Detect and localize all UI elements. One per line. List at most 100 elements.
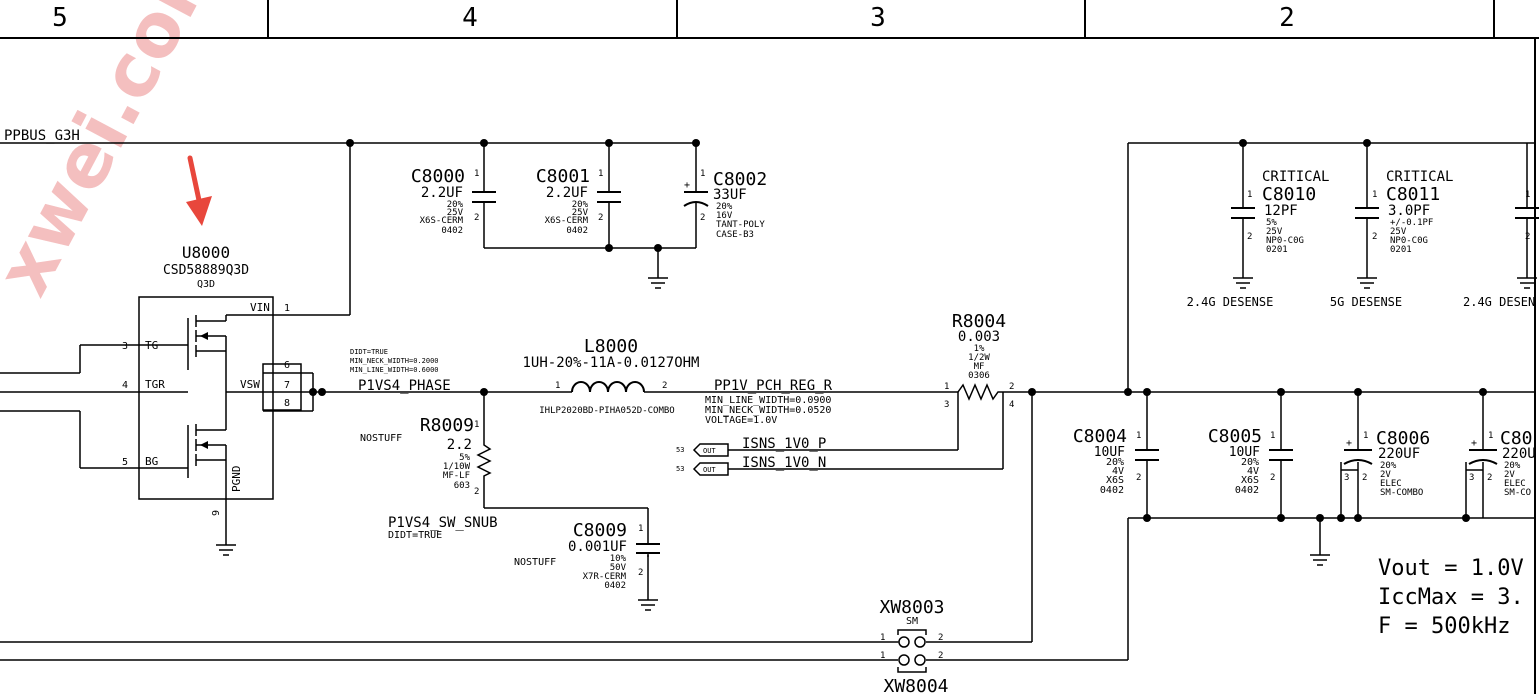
c8007-pin-2: 2 (1487, 473, 1492, 483)
spec-freq: F = 500kHz (1378, 614, 1510, 639)
c8002-pin-2: 2 (700, 213, 705, 223)
c8005-value: 10UF (1229, 445, 1260, 460)
r8004-line-2: 1/2W (968, 353, 990, 363)
c8000-ref: C8000 (411, 166, 465, 187)
c8001-ref: C8001 (536, 166, 590, 187)
c8005-line-2: 4V (1247, 466, 1259, 477)
c8004-pin-1: 1 (1136, 431, 1141, 441)
capacitor-c8012: 1 2 2.4G DESEN (1463, 190, 1539, 309)
c8009-pin-2: 2 (638, 568, 643, 578)
pin-name-pgnd: PGND (230, 466, 243, 493)
pin-name-bg: BG (145, 455, 158, 468)
xw8003-pin-2: 2 (938, 633, 943, 643)
c8010-line-4: 0201 (1266, 245, 1288, 255)
c8006-polarity: + (1346, 438, 1352, 449)
c8004-line-1: 20% (1106, 457, 1124, 468)
snub-prop: DIDT=TRUE (388, 530, 442, 541)
c8007-line-2: 2V (1504, 470, 1515, 480)
pin-name-tg: TG (145, 339, 158, 352)
c8000-value: 2.2UF (421, 185, 463, 201)
c8011-line-4: 0201 (1390, 245, 1412, 255)
pin-num-vsw6: 6 (284, 360, 290, 371)
capacitor-c8010: CRITICAL C8010 12PF 5% 25V NP0-C0G 0201 … (1187, 169, 1330, 309)
r8009-pin-1: 1 (474, 420, 479, 430)
net-label-snub: P1VS4_SW_SNUB (388, 515, 498, 531)
c8004-line-2: 4V (1112, 466, 1124, 477)
c8006-value: 220UF (1378, 446, 1420, 462)
xw8004-pin-2: 2 (938, 651, 943, 661)
c8006-pin-1: 1 (1363, 431, 1368, 441)
r8009-value: 2.2 (447, 437, 472, 453)
c8009-line-1: 10% (610, 554, 627, 564)
c8011-line-2: 25V (1390, 227, 1407, 237)
c8007-pin-1: 1 (1488, 431, 1493, 441)
r8004-pin-3: 3 (944, 400, 949, 410)
c8001-line-1: 20% (572, 200, 589, 210)
c8006-line-4: SM-COMBO (1380, 488, 1423, 498)
capacitor-c8007: + C80 220U 20% 2V ELEC SM-CO 1 2 3 (1466, 428, 1536, 498)
c8010-tag: CRITICAL (1262, 169, 1329, 185)
c8002-polarity: + (684, 180, 690, 191)
capacitor-c8005: C8005 10UF 20% 4V X6S 0402 1 2 (1208, 426, 1293, 496)
capacitor-c8009: C8009 0.001UF NOSTUFF 10% 50V X7R-CERM 0… (514, 520, 660, 591)
xw8003-ref: XW8003 (879, 597, 944, 618)
xw8004-ref: XW8004 (883, 676, 948, 694)
c8000-line-4: 0402 (441, 226, 463, 236)
c8000-pin-2: 2 (474, 213, 479, 223)
c8002-line-1: 20% (716, 202, 733, 212)
c8010-pin-2: 2 (1247, 232, 1252, 242)
u8000-ref: U8000 (182, 243, 230, 262)
pin-num-bg: 5 (122, 457, 128, 468)
pin-num-pgnd: 9 (211, 510, 222, 516)
net-label-reg: PP1V_PCH_REG_R (714, 378, 833, 394)
c8010-line-2: 25V (1266, 227, 1283, 237)
port-isns-p: OUT 53 ISNS_1V0_P (676, 436, 826, 457)
pin-name-vsw: VSW (240, 378, 260, 391)
c8005-pin-2: 2 (1270, 473, 1275, 483)
zone-label-5: 5 (52, 3, 68, 33)
phase-prop-1: DIDT=TRUE (350, 348, 388, 356)
c8011-ref: C8011 (1386, 184, 1440, 205)
phase-prop-3: MIN_LINE_WIDTH=0.6000 (350, 366, 439, 374)
jumper-xw8004: XW8004 1 2 (880, 651, 949, 697)
junction-dots (309, 139, 1487, 522)
c8002-ref: C8002 (713, 169, 767, 190)
xw8003-type: SM (906, 616, 918, 627)
l8000-pkg: IHLP2020BD-PIHA052D-COMBO (539, 406, 674, 416)
net-label-isns-p: ISNS_1V0_P (742, 436, 826, 452)
ground-symbols (216, 277, 1537, 611)
net-label-ppbus: PPBUS_G3H (4, 128, 80, 144)
pin-num-vin: 1 (284, 303, 290, 314)
r8009-pin-2: 2 (474, 487, 479, 497)
c8006-pin-3: 3 (1344, 473, 1349, 483)
pin-name-vin: VIN (250, 301, 270, 314)
c8009-line-2: 50V (610, 563, 627, 573)
u8000-pkg: Q3D (197, 279, 215, 290)
c8011-pin-1: 1 (1372, 190, 1377, 200)
c8002-line-2: 16V (716, 211, 733, 221)
c8010-line-1: 5% (1266, 218, 1277, 228)
l8000-value: 1UH-20%-11A-0.0127OHM (522, 355, 699, 371)
port-isns-n-label: OUT (703, 466, 716, 474)
reg-prop-1: MIN_LINE_WIDTH=0.0900 (705, 395, 831, 406)
resistor-r8009: R8009 NOSTUFF 2.2 5% 1/10W MF-LF 603 1 2 (360, 415, 492, 497)
c8006-ref: C8006 (1376, 428, 1430, 449)
c8010-ref: C8010 (1262, 184, 1316, 205)
c8000-line-2: 25V (447, 208, 464, 218)
c8005-line-1: 20% (1241, 457, 1259, 468)
r8004-pin-2: 2 (1009, 382, 1014, 392)
capacitor-c8001: C8001 2.2UF 20% 25V X6S-CERM 0402 1 2 (536, 166, 621, 236)
c8009-stuff: NOSTUFF (514, 557, 556, 568)
c8004-line-3: X6S (1106, 475, 1124, 486)
capacitor-c8004: C8004 10UF 20% 4V X6S 0402 1 2 (1073, 426, 1159, 496)
xw8004-pin-1: 1 (880, 651, 885, 661)
c8006-line-2: 2V (1380, 470, 1391, 480)
c8009-value: 0.001UF (568, 539, 627, 555)
net-label-phase: P1VS4_PHASE (358, 378, 451, 394)
c8007-line-4: SM-CO (1504, 488, 1531, 498)
c8010-note: 2.4G DESENSE (1187, 295, 1274, 309)
reg-prop-3: VOLTAGE=1.0V (705, 415, 777, 426)
c8001-line-3: X6S-CERM (545, 216, 589, 226)
r8009-stuff: NOSTUFF (360, 433, 402, 444)
